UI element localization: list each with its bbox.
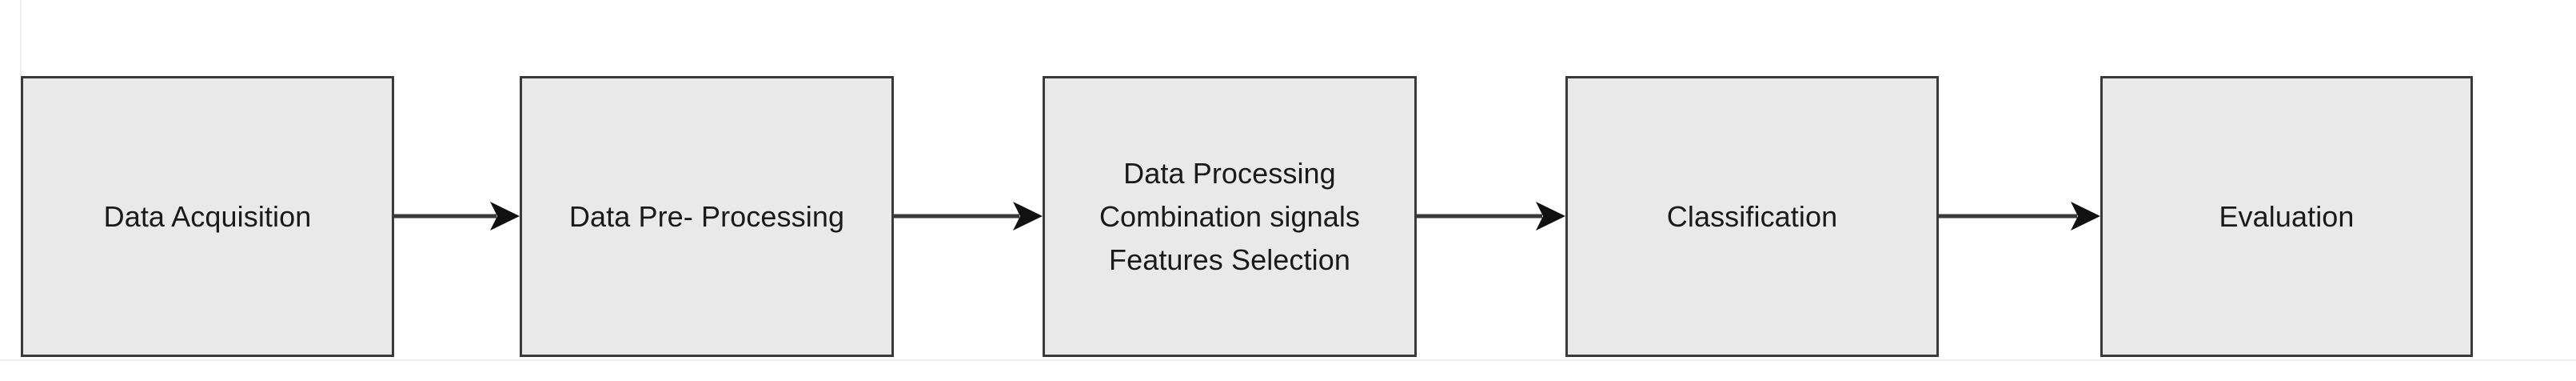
- edge-data-acquisition-to-data-pre-processing: [394, 200, 520, 232]
- node-data-processing[interactable]: Data Processing Combination signals Feat…: [1043, 76, 1417, 357]
- edge-data-processing-to-classification: [1417, 200, 1565, 232]
- guide-bottom-baseline-line: [0, 359, 2576, 361]
- node-label-classification: Classification: [1666, 199, 1838, 233]
- node-data-pre-processing[interactable]: Data Pre- Processing: [520, 76, 894, 357]
- edge-classification-to-evaluation: [1939, 200, 2100, 232]
- node-label-data-acquisition: Data Acquisition: [103, 199, 312, 233]
- node-label-evaluation: Evaluation: [2219, 199, 2355, 233]
- node-data-acquisition[interactable]: Data Acquisition: [21, 76, 394, 357]
- node-evaluation[interactable]: Evaluation: [2100, 76, 2473, 357]
- node-label-data-processing: Data Processing Combination signals Feat…: [1099, 156, 1361, 276]
- guide-left-vertical-line: [20, 0, 22, 76]
- node-label-data-pre-processing: Data Pre- Processing: [568, 199, 845, 233]
- edge-data-pre-processing-to-data-processing: [894, 200, 1043, 232]
- node-classification[interactable]: Classification: [1565, 76, 1939, 357]
